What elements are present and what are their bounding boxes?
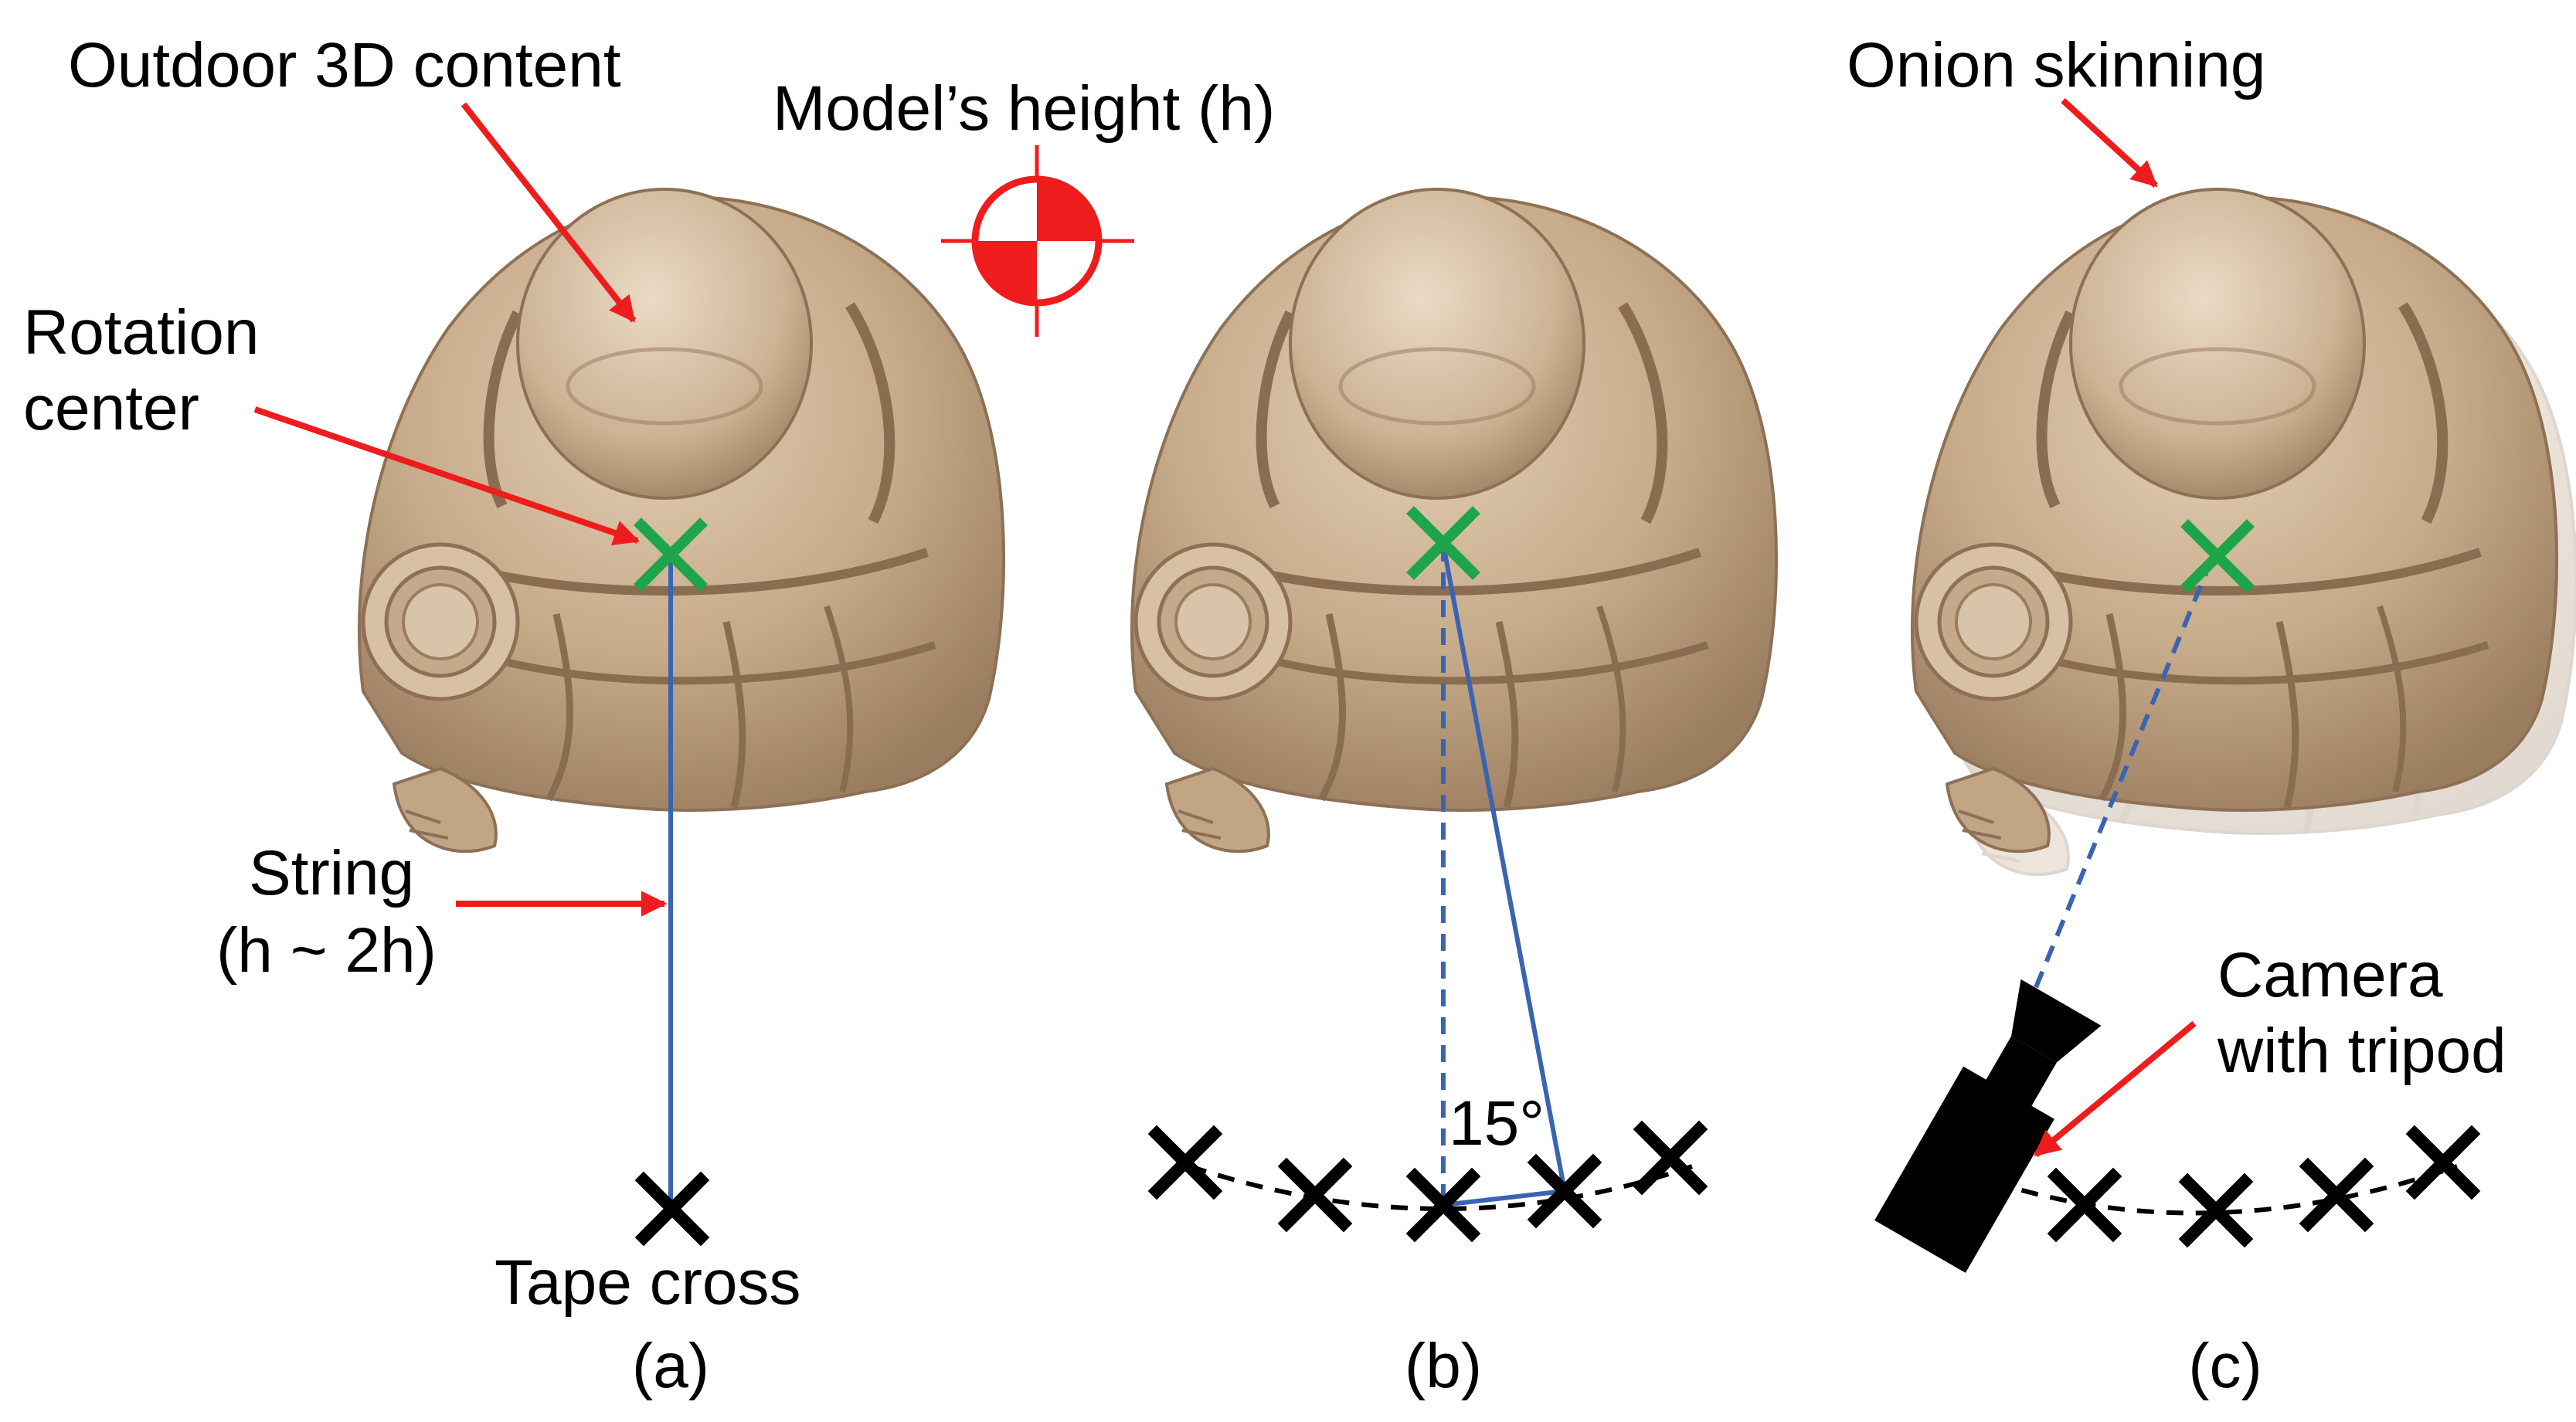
center-of-mass-icon: [941, 145, 1134, 337]
black-x-marker-icon: [1147, 1125, 1223, 1200]
rotated-string-b: [1441, 544, 1567, 1192]
tape-cross-label: Tape cross: [494, 1247, 801, 1318]
black-x-marker-icon: [2047, 1167, 2122, 1243]
black-x-marker-icon: [2178, 1173, 2254, 1248]
statue-image-c: [1912, 189, 2557, 851]
dashed-string-c: [1995, 558, 2214, 1083]
rotation-center-arrow: [253, 406, 641, 546]
green-x-marker-icon: [2180, 519, 2255, 593]
panel-b: 15° (b): [1132, 189, 1776, 1401]
black-x-marker-icon: [2405, 1125, 2481, 1200]
green-x-marker-icon: [634, 518, 708, 592]
onion-skinning-arrow: [2061, 98, 2158, 188]
camera-label-line2: with tripod: [2217, 1016, 2506, 1086]
camera-tripod-icon: [1874, 979, 2102, 1273]
black-x-marker-icon: [1405, 1167, 1481, 1243]
caption-a: (a): [632, 1331, 709, 1401]
outdoor-content-label: Outdoor 3D content: [68, 30, 621, 100]
caption-b: (b): [1405, 1331, 1482, 1401]
black-x-marker-icon: [1527, 1153, 1602, 1229]
model-height-label: Model’s height (h): [773, 73, 1275, 144]
string-label-line1: String: [249, 838, 414, 908]
onion-skinning-label: Onion skinning: [1847, 30, 2265, 100]
panel-a: Outdoor 3D content Rotation center Strin…: [23, 30, 1004, 1401]
black-x-marker-icon: [2299, 1157, 2374, 1233]
chord-b: [1443, 1189, 1565, 1207]
camera-label-line1: Camera: [2217, 940, 2443, 1010]
rotation-center-label-line1: Rotation: [23, 297, 259, 368]
panel-c: Onion skinning Camera with tripod (c): [1847, 30, 2576, 1401]
arc-path-b: [1189, 1164, 1693, 1211]
black-x-marker-icon: [1633, 1120, 1708, 1196]
black-x-marker-icon: [634, 1171, 710, 1247]
arc-path-c: [1993, 1164, 2458, 1216]
green-x-marker-icon: [1406, 506, 1480, 580]
statue-image-b: [1132, 189, 1776, 851]
string-label-line2: (h ~ 2h): [216, 915, 437, 986]
statue-image-a: [359, 189, 1004, 851]
caption-c: (c): [2188, 1331, 2262, 1401]
outdoor-content-arrow: [460, 102, 637, 323]
camera-arrow: [2034, 1020, 2197, 1158]
angle-label: 15°: [1449, 1088, 1545, 1159]
rotation-center-label-line2: center: [23, 373, 199, 443]
black-x-marker-icon: [1277, 1157, 1353, 1233]
